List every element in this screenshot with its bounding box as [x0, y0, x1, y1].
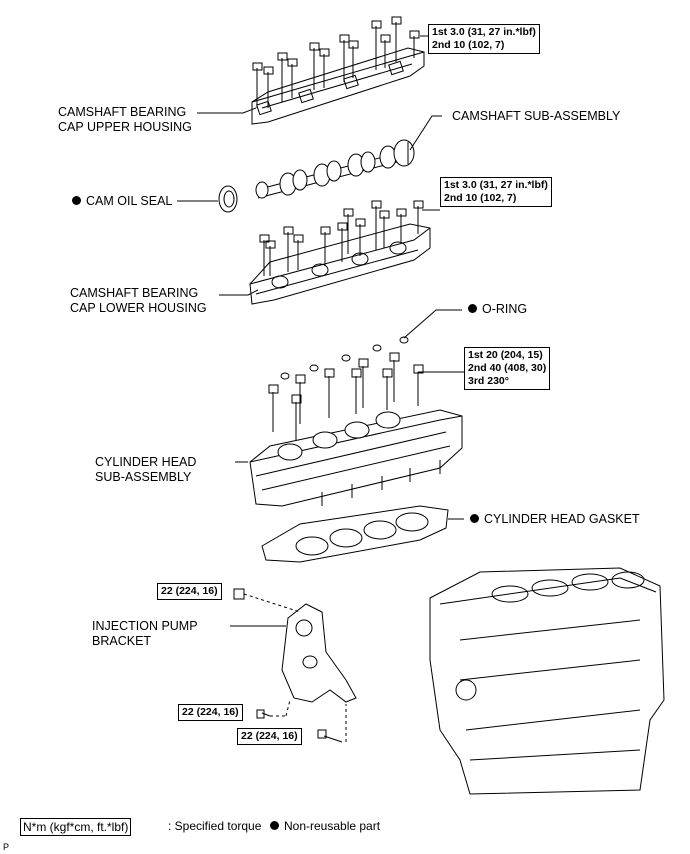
leader-lines	[177, 35, 464, 627]
torque-box-cylinder-head: 1st 20 (204, 15) 2nd 40 (408, 30) 3rd 23…	[464, 347, 551, 390]
camshaft-bearing-cap-upper-housing	[251, 16, 425, 125]
label-cam-oil-seal: CAM OIL SEAL	[72, 194, 172, 209]
torque-line: 2nd 40 (408, 30)	[468, 362, 547, 374]
label-upper-housing: CAMSHAFT BEARING CAP UPPER HOUSING	[58, 105, 192, 135]
cylinder-head-sub-assembly	[249, 352, 463, 507]
o-rings	[280, 336, 409, 380]
label-lower-housing-line2: CAP LOWER HOUSING	[70, 301, 207, 315]
torque-line: 1st 3.0 (31, 27 in.*lbf)	[444, 179, 548, 191]
label-pump-bracket-line1: INJECTION PUMP	[92, 619, 198, 633]
label-pump-bracket: INJECTION PUMP BRACKET	[92, 619, 198, 649]
non-reusable-dot-icon	[72, 196, 81, 205]
label-upper-housing-line1: CAMSHAFT BEARING	[58, 105, 187, 119]
torque-box-bracket-mid: 22 (224, 16)	[178, 704, 243, 721]
label-upper-housing-line2: CAP UPPER HOUSING	[58, 120, 192, 134]
label-cylinder-head: CYLINDER HEAD SUB-ASSEMBLY	[95, 455, 196, 485]
torque-box-bracket-top: 22 (224, 16)	[157, 583, 222, 600]
torque-box-bracket-low: 22 (224, 16)	[237, 728, 302, 745]
label-lower-housing: CAMSHAFT BEARING CAP LOWER HOUSING	[70, 286, 207, 316]
legend-nonreusable-text: Non-reusable part	[284, 819, 381, 833]
label-pump-bracket-line2: BRACKET	[92, 634, 152, 648]
label-camshaft: CAMSHAFT SUB-ASSEMBLY	[452, 109, 621, 123]
label-lower-housing-line1: CAMSHAFT BEARING	[70, 286, 199, 300]
label-cam-oil-seal-text: CAM OIL SEAL	[86, 194, 173, 208]
label-cylinder-head-line1: CYLINDER HEAD	[95, 455, 197, 469]
label-head-gasket: CYLINDER HEAD GASKET	[470, 512, 640, 527]
label-head-gasket-text: CYLINDER HEAD GASKET	[484, 512, 640, 526]
torque-box-lower-housing: 1st 3.0 (31, 27 in.*lbf) 2nd 10 (102, 7)	[440, 177, 552, 207]
injection-pump-bracket	[233, 588, 357, 743]
non-reusable-dot-icon	[470, 514, 479, 523]
legend-nonreusable: Non-reusable part	[270, 818, 380, 834]
torque-line: 1st 3.0 (31, 27 in.*lbf)	[432, 26, 536, 38]
cylinder-head-gasket	[261, 505, 449, 563]
torque-line: 3rd 230°	[468, 375, 509, 387]
engine-block	[429, 567, 665, 795]
camshaft-bearing-cap-lower-housing	[249, 200, 431, 305]
non-reusable-dot-icon	[270, 821, 279, 830]
torque-line: 2nd 10 (102, 7)	[444, 192, 517, 204]
cam-oil-seal	[218, 185, 238, 213]
label-o-ring: O-RING	[468, 302, 527, 317]
label-cylinder-head-line2: SUB-ASSEMBLY	[95, 470, 192, 484]
torque-line: 1st 20 (204, 15)	[468, 349, 543, 361]
legend-torque-unit: N*m (kgf*cm, ft.*lbf)	[20, 818, 132, 836]
camshaft-sub-assembly	[255, 139, 415, 199]
torque-box-upper-housing: 1st 3.0 (31, 27 in.*lbf) 2nd 10 (102, 7)	[428, 24, 540, 54]
legend-torque-text: : Specified torque	[168, 819, 262, 833]
non-reusable-dot-icon	[468, 304, 477, 313]
torque-line: 2nd 10 (102, 7)	[432, 39, 505, 51]
corner-mark: P	[3, 842, 10, 852]
label-o-ring-text: O-RING	[482, 302, 528, 316]
